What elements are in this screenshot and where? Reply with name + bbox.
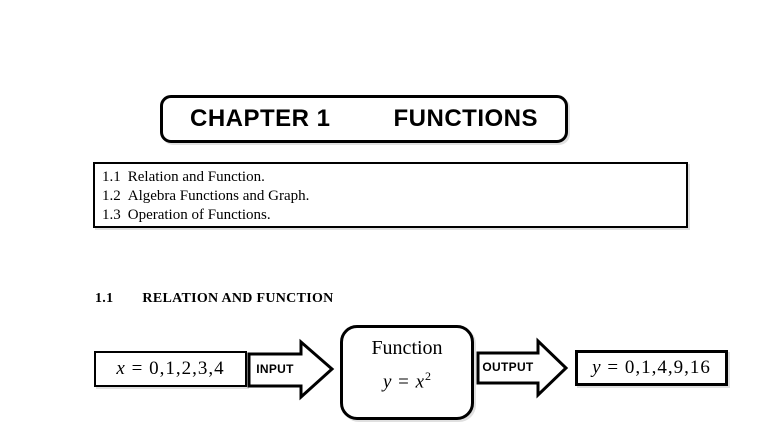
function-formula: y = x2 [383,369,431,393]
formula-base: x [415,371,426,393]
output-arrow-label: OUTPUT [482,360,534,374]
toc-item: 1.1 Relation and Function. [102,168,686,187]
function-box: Function y = x2 [340,325,474,420]
output-variable: y [592,357,602,378]
input-equation: x = 0,1,2,3,4 [116,358,224,380]
section-title: RELATION AND FUNCTION [142,291,334,306]
formula-equals: = [392,371,416,393]
section-number: 1.1 [95,291,114,306]
output-equation: y = 0,1,4,9,16 [592,357,711,379]
toc-item-number: 1.3 [102,207,121,223]
output-value-box: y = 0,1,4,9,16 [575,350,728,386]
formula-lhs: y [382,371,393,393]
input-arrow-label: INPUT [256,362,294,376]
input-variable: x [116,358,126,379]
input-values: = 0,1,2,3,4 [125,358,225,379]
section-heading: 1.1 RELATION AND FUNCTION [95,291,334,307]
toc-box: 1.1 Relation and Function. 1.2 Algebra Fun… [93,162,688,228]
toc-item-label: Algebra Functions and Graph. [127,188,310,204]
chapter-name-label: FUNCTIONS [393,105,539,132]
input-arrow-shape [247,338,335,401]
input-arrow [247,338,335,401]
toc-item-label: Relation and Function. [127,169,265,185]
toc-item: 1.3 Operation of Functions. [102,206,686,225]
toc-item-label: Operation of Functions. [127,207,271,223]
chapter-number-label: CHAPTER 1 [189,105,331,132]
chapter-title-banner: CHAPTER 1 FUNCTIONS [160,95,568,143]
output-arrow [476,337,569,399]
function-box-title: Function [371,337,443,359]
formula-exponent: 2 [425,369,432,383]
toc-item-number: 1.1 [102,169,121,185]
output-arrow-shape [476,337,569,399]
output-values: = 0,1,4,9,16 [601,357,711,378]
toc-item: 1.2 Algebra Functions and Graph. [102,187,686,206]
toc-item-number: 1.2 [102,188,121,204]
input-value-box: x = 0,1,2,3,4 [94,351,247,387]
